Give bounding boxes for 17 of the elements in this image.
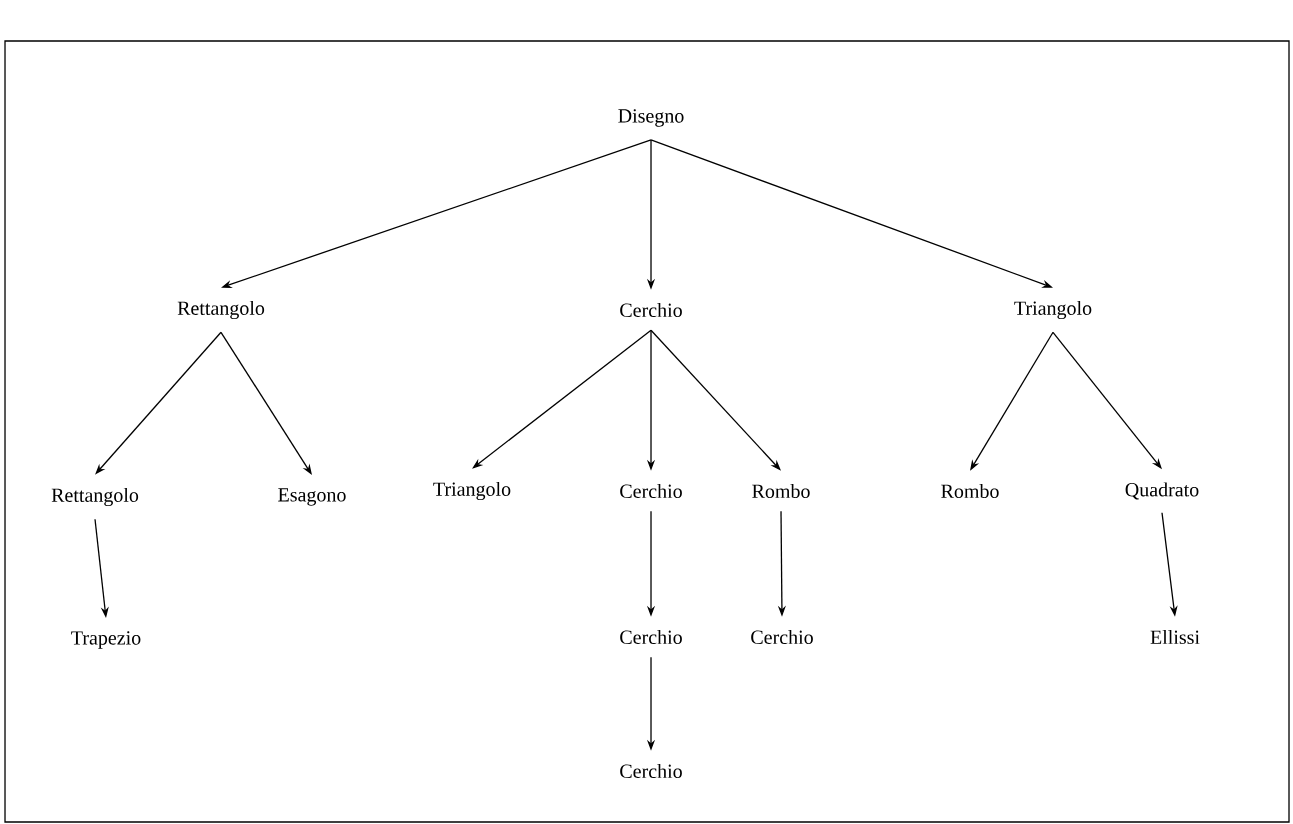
node-label: Cerchio [620, 483, 682, 498]
node-label: Cerchio [620, 302, 682, 317]
node-label: Rettangolo [177, 300, 265, 320]
node-label: Cerchio [751, 629, 813, 644]
node-label: Cerchio [620, 629, 682, 644]
node-label: Trapezio [71, 631, 141, 649]
node-label: Rettangolo [51, 487, 139, 507]
node-label: Triangolo [1014, 300, 1092, 320]
node-label: Rombo [752, 483, 810, 498]
arrow [472, 329, 652, 469]
node-label: Triangolo [433, 481, 511, 501]
node-label: Ellissi [1150, 629, 1200, 644]
node-label: Disegno [618, 109, 684, 127]
node-label: Rombo [941, 483, 999, 498]
node-label: Esagono [278, 488, 346, 506]
node-label: Quadrato [1125, 482, 1199, 500]
node-label: Cerchio [620, 763, 682, 778]
